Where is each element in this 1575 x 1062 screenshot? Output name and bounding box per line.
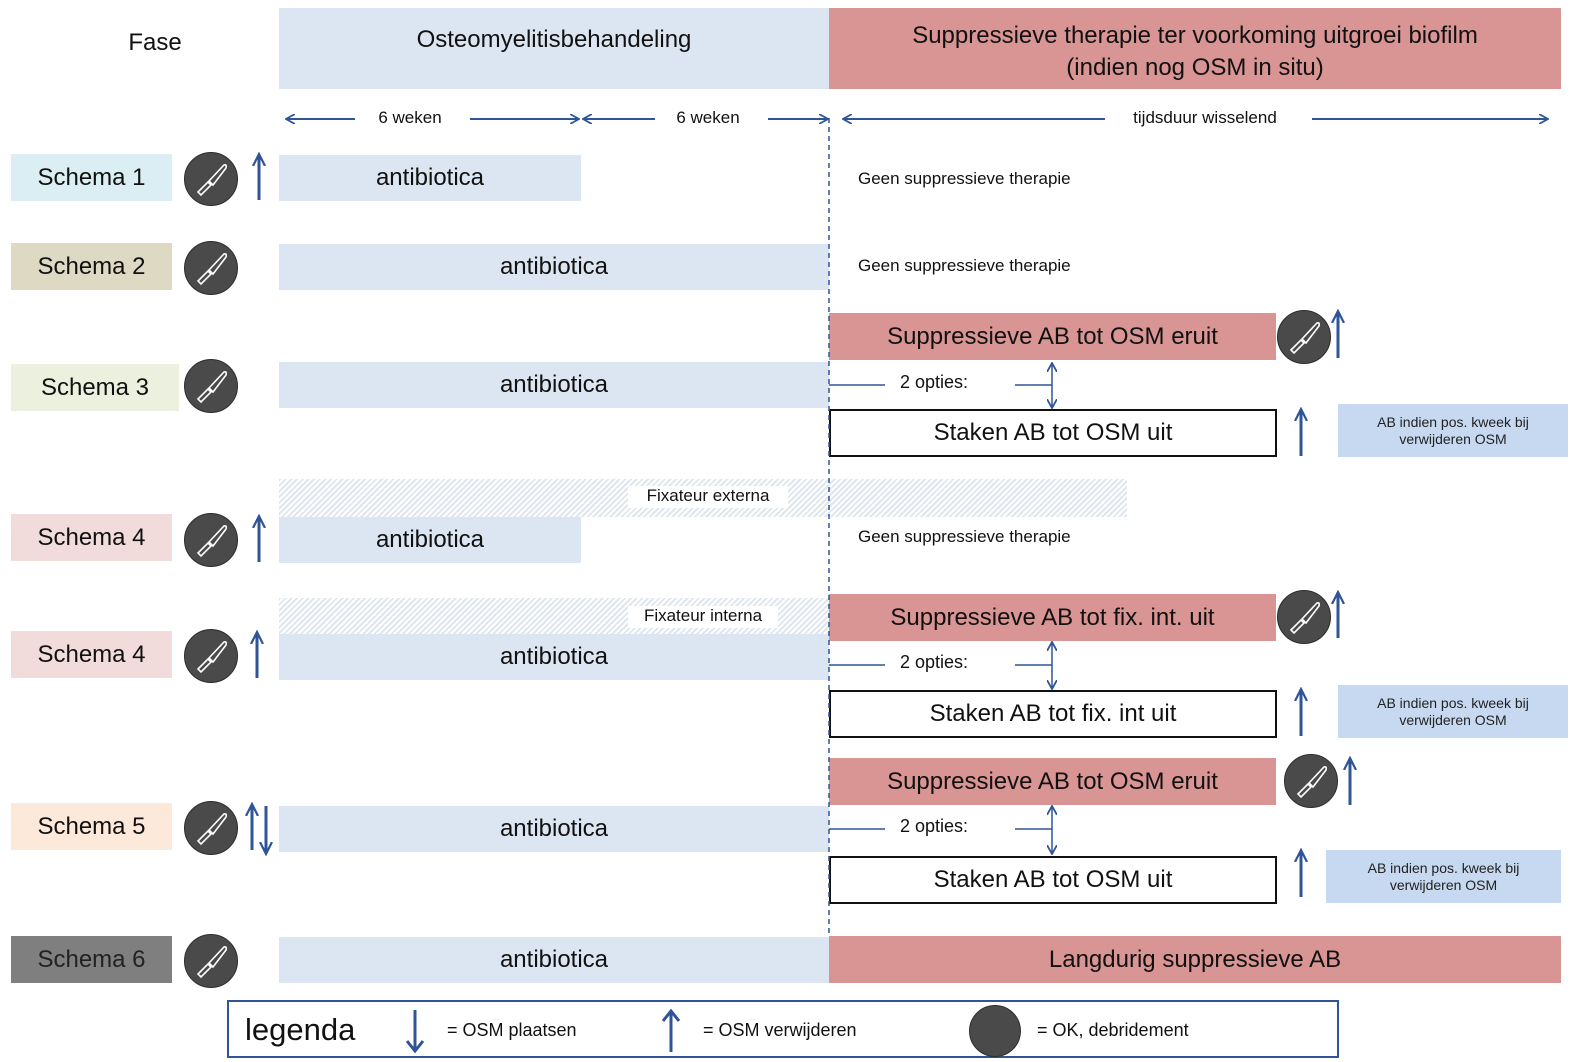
schema-4b-options-label: 2 opties: — [900, 652, 969, 672]
schema-4a-no-suppressive: Geen suppressieve therapie — [858, 527, 1071, 546]
phase-suppressive-title: Suppressieve therapie ter voorkoming uit… — [912, 22, 1478, 49]
timeline-duration: tijdsduur wisselend — [1133, 108, 1277, 127]
phase-suppressive: Suppressieve therapie ter voorkoming uit… — [829, 8, 1561, 89]
timeline-weeks-1: 6 weken — [378, 108, 442, 127]
schema-1-label: Schema 1 — [11, 154, 172, 201]
knife-icon — [184, 241, 238, 295]
schema-5-options-label: 2 opties: — [900, 816, 969, 836]
schema-6-antibiotica-bar: antibiotica — [279, 937, 829, 983]
legend-title: legenda — [245, 1012, 356, 1047]
schema-5-suppressive-bar: Suppressieve AB tot OSM eruit — [829, 758, 1276, 805]
schema-3-stop-box: Staken AB tot OSM uit — [829, 409, 1277, 457]
knife-icon — [969, 1005, 1021, 1057]
schema-5-note-line1: AB indien pos. kweek bij — [1367, 859, 1520, 876]
legend-remove-label: = OSM verwijderen — [703, 1020, 857, 1040]
legend-box: legenda = OSM plaatsen = OSM verwijderen… — [227, 1000, 1339, 1058]
schema-3-note-line1: AB indien pos. kweek bij — [1377, 413, 1529, 430]
schema-4b-note-line1: AB indien pos. kweek bij — [1377, 694, 1529, 711]
schema-4a-label: Schema 4 — [11, 514, 172, 561]
schema-1-no-suppressive: Geen suppressieve therapie — [858, 169, 1071, 188]
schema-4a-antibiotica-bar: antibiotica — [279, 517, 581, 563]
schema-4b-note: AB indien pos. kweek bij verwijderen OSM — [1338, 685, 1568, 738]
fixateur-interna-label: Fixateur interna — [628, 606, 778, 628]
schema-4b-antibiotica-bar: antibiotica — [279, 634, 829, 680]
schema-4b-note-line2: verwijderen OSM — [1399, 711, 1507, 728]
schema-5-antibiotica-bar: antibiotica — [279, 806, 829, 852]
schema-5-note: AB indien pos. kweek bij verwijderen OSM — [1326, 850, 1561, 903]
fase-label: Fase — [128, 29, 182, 56]
schema-4b-stop-box: Staken AB tot fix. int uit — [829, 690, 1277, 738]
schema-5-stop-box: Staken AB tot OSM uit — [829, 856, 1277, 904]
schema-4b-label: Schema 4 — [11, 631, 172, 678]
schema-5-label: Schema 5 — [11, 803, 172, 850]
legend-place-label: = OSM plaatsen — [447, 1020, 577, 1040]
schema-3-note-line2: verwijderen OSM — [1399, 430, 1507, 447]
phase-osteomyelitis: Osteomyelitisbehandeling — [279, 8, 829, 89]
schema-3-note: AB indien pos. kweek bij verwijderen OSM — [1338, 404, 1568, 457]
fixateur-externa-label: Fixateur externa — [628, 486, 788, 508]
schema-4b-suppressive-bar: Suppressieve AB tot fix. int. uit — [829, 594, 1276, 641]
schema-2-no-suppressive: Geen suppressieve therapie — [858, 256, 1071, 275]
schema-3-antibiotica-bar: antibiotica — [279, 362, 829, 408]
schema-2-antibiotica-bar: antibiotica — [279, 244, 829, 290]
schema-2-label: Schema 2 — [11, 243, 172, 290]
schema-1-antibiotica-bar: antibiotica — [279, 155, 581, 201]
arrow-up-icon — [661, 1008, 681, 1052]
schema-6-label: Schema 6 — [11, 936, 172, 983]
phase-suppressive-subtitle: (indien nog OSM in situ) — [1066, 54, 1324, 81]
arrow-down-icon — [405, 1010, 425, 1054]
schema-3-options-label: 2 opties: — [900, 372, 969, 392]
schema-3-suppressive-bar: Suppressieve AB tot OSM eruit — [829, 313, 1276, 360]
schema-3-label: Schema 3 — [11, 364, 179, 411]
option-connectors — [829, 364, 1052, 853]
timeline-weeks-2: 6 weken — [676, 108, 740, 127]
up-arrows — [252, 156, 1350, 897]
schema-5-note-line2: verwijderen OSM — [1389, 876, 1498, 893]
phase-osteomyelitis-title: Osteomyelitisbehandeling — [416, 26, 692, 53]
legend-ok-label: = OK, debridement — [1037, 1020, 1189, 1040]
schema-6-long-suppressive-bar: Langdurig suppressieve AB — [829, 936, 1561, 983]
